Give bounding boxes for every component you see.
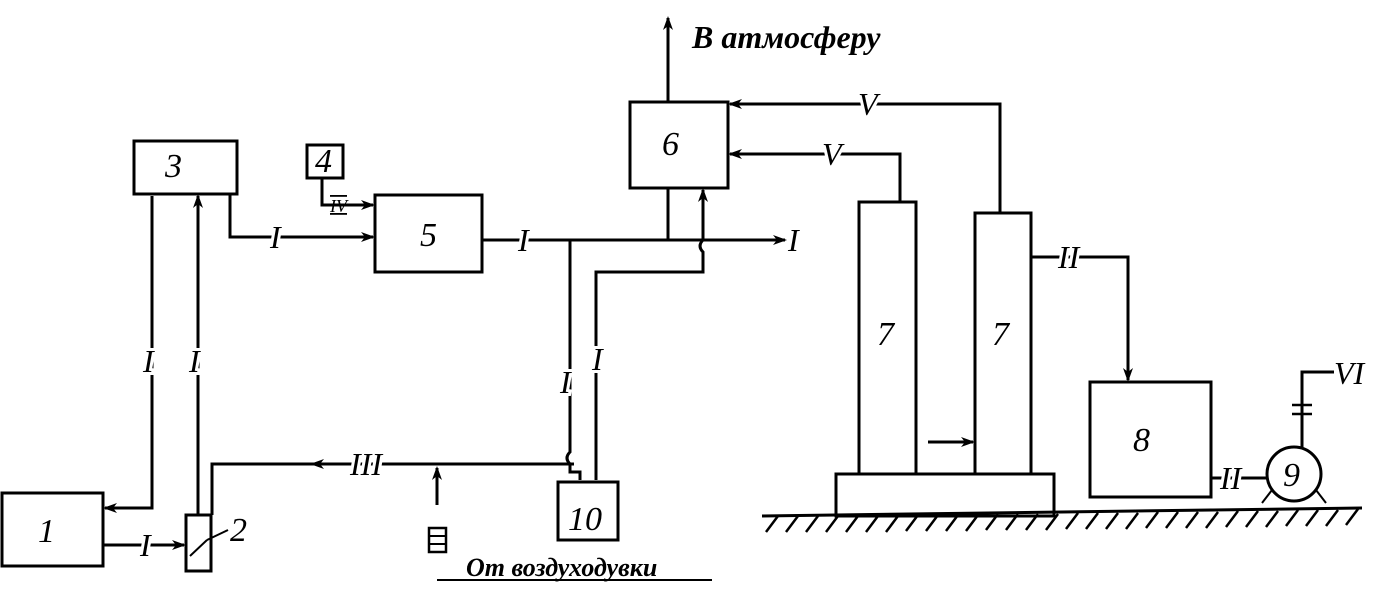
line-i-unit3-to-unit1 xyxy=(103,196,154,513)
line-i-label-outlet: I xyxy=(787,222,800,258)
caption-top: В атмосферу xyxy=(691,19,881,55)
unit-5-box xyxy=(373,193,484,274)
line-iii-label: III xyxy=(349,446,383,482)
unit-3-box xyxy=(132,139,239,196)
unit-7-right-column xyxy=(973,211,1033,476)
line-v-from-right-column xyxy=(728,99,1002,213)
line-i-unit10-to-unit6 xyxy=(594,188,708,480)
columns-base-plinth xyxy=(834,472,1056,518)
line-i-label-to-unit10: I xyxy=(559,364,572,400)
unit-9-pump-foot-right xyxy=(1315,489,1327,504)
line-v-label-bottom: V xyxy=(822,136,845,172)
caption-bottom: От воздуходувки xyxy=(466,553,657,582)
valve-icon xyxy=(1292,403,1312,416)
unit-9-pump-foot-left xyxy=(1261,489,1273,504)
unit-7-left-column xyxy=(857,200,918,476)
unit-8-box xyxy=(1088,380,1213,499)
unit-7-right-label: 7 xyxy=(992,316,1011,353)
unit-10-box xyxy=(556,480,620,542)
unit-1-box xyxy=(0,491,105,568)
line-iv-label: IV xyxy=(329,196,349,216)
line-i-branch-to-unit10 xyxy=(565,240,582,480)
unit-4-label: 4 xyxy=(315,143,332,180)
unit-2-label: 2 xyxy=(230,512,247,549)
unit-3-label: 3 xyxy=(164,148,182,185)
line-i-label-right-vertical: I xyxy=(188,343,201,379)
unit-8-label: 8 xyxy=(1133,422,1150,459)
unit-10-label: 10 xyxy=(568,501,602,538)
unit-5-label: 5 xyxy=(420,217,437,254)
ground-line xyxy=(761,506,1363,518)
line-vi-pump-outlet xyxy=(1300,370,1334,447)
line-i-label-to-unit5: I xyxy=(269,219,282,255)
line-ii-label-top: II xyxy=(1057,239,1081,275)
unit-9-pump xyxy=(1265,445,1323,503)
unit-2-valve-mark xyxy=(189,539,208,557)
line-vi-label: VI xyxy=(1334,355,1366,391)
line-ii-label-bottom: II xyxy=(1219,460,1243,496)
unit-1-label: 1 xyxy=(38,513,55,550)
line-i-label-bottom: I xyxy=(139,527,152,563)
line-i-unit3-to-unit5 xyxy=(228,194,375,242)
line-i-label-from-unit10: I xyxy=(591,341,604,377)
unit-9-label: 9 xyxy=(1283,457,1300,494)
unit-2-box xyxy=(184,513,213,573)
line-i-label-from-unit5: I xyxy=(517,222,530,258)
line-v-from-left-column xyxy=(728,149,902,202)
line-ii-column-to-unit8 xyxy=(1031,255,1133,382)
unit-6-box xyxy=(628,100,730,190)
unit-4-box xyxy=(305,143,345,180)
ground-hatching xyxy=(765,508,1359,533)
line-iii-to-unit2 xyxy=(210,462,574,515)
unit-2-leader xyxy=(206,529,229,541)
blower-icon xyxy=(427,526,448,554)
unit-7-left-label: 7 xyxy=(877,316,896,353)
unit-6-label: 6 xyxy=(662,126,679,163)
line-i-label-left-vertical: I xyxy=(142,343,155,379)
line-iv-unit4-to-unit5 xyxy=(320,178,375,210)
